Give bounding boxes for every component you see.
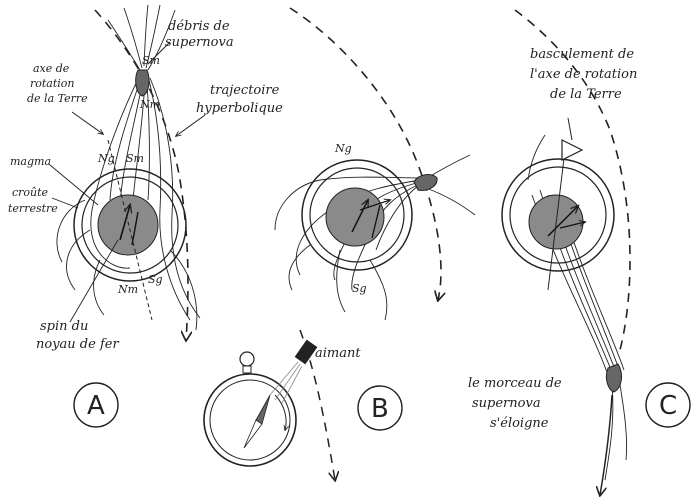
label-nm-a: Nm [117,283,138,296]
panel-c-letter: C [659,391,677,421]
panel-a-circle [73,382,119,428]
label-axe-1: axe de [33,62,70,75]
rotation-axis-a [107,139,153,321]
label-bascule-1: basculement de [530,47,634,62]
pointer-croute [51,197,79,209]
spin-arrow-a2 [131,211,139,246]
label-axe-2: rotation [30,77,75,90]
magnet-rays [269,361,303,404]
spin-arrow-b [351,200,368,233]
magnet-bar [294,339,318,365]
spin-arrow-b2 [371,204,381,239]
compass-ring [239,351,255,367]
label-morceau-2: supernova [472,396,541,411]
label-trajectoire-1: trajectoire [210,83,280,98]
label-ng-a: Ng [97,152,115,165]
label-sg-b: Sg [352,282,367,295]
pointer-axe [71,111,103,134]
label-sg-a: Sg [148,273,163,286]
panel-c-circle [645,382,691,428]
label-aimant: aimant [315,346,361,361]
panel-b-circle [357,385,403,431]
spin-arrow-a [119,205,130,241]
label-sm-a: Sm [126,152,144,165]
panel-a-letter: A [87,391,105,421]
label-axe-3: de la Terre [27,92,88,105]
pointer-debris [147,41,171,65]
trajectory-c [514,9,631,351]
compass-rotation-arrow [274,394,286,430]
iron-core-a [97,194,159,256]
supernova-debris-c [605,363,622,393]
trajectory-b-lower [299,329,335,480]
label-bascule-3: de la Terre [550,87,622,102]
magnet: aimant [269,339,361,404]
label-bascule-2: l'axe de rotation [530,67,637,82]
earth-mantle-c [509,166,607,264]
label-ng-b: Ng [334,142,352,155]
label-croute-2: terrestre [8,202,58,215]
compass-needle-south [243,419,263,449]
label-nm-top: Nm [139,98,160,111]
panel-a: débris de supernova Sm Nm trajectoire hy… [8,4,283,428]
panel-b-letter: B [371,394,389,424]
label-croute-1: croûte [12,186,49,199]
earth-crust-c [501,158,615,272]
supernova-debris-b [413,174,438,191]
earth-mantle-a [81,176,179,274]
compass-case [203,373,297,467]
trajectory-c-exit [600,394,613,495]
tilt-triangle [561,139,584,161]
svg-text:débris de: débris de [168,19,230,34]
compass-dial [209,379,291,461]
spin-arrow-c2 [559,222,585,229]
trajectory-a [94,9,188,340]
trajectory-b [289,7,441,300]
label-morceau-3: s'éloigne [490,416,549,431]
pointer-bascule [567,117,573,141]
supernova-debris-a [135,69,150,97]
label-sm-top: Sm [142,54,160,67]
compass-crown [242,365,252,374]
compass [203,351,297,467]
label-morceau-1: le morceau de [468,376,562,391]
svg-text:supernova: supernova [165,35,234,50]
spin-arrow-b3 [359,200,390,211]
spin-arrow-c [547,206,578,237]
earth-mantle-b [309,167,405,263]
iron-core-b [325,187,385,247]
label-debris-2: supernova [165,35,234,50]
label-spin-1: spin du [40,319,88,334]
tilted-axis-c [547,149,566,291]
label-magma: magma [10,155,51,168]
label-debris-1: débris de [168,19,230,34]
earth-crust-a [73,168,187,282]
panel-c: basculement de l'axe de rotation de la T… [468,9,691,495]
pointer-trajectoire [176,114,206,136]
pointer-magma [49,164,99,206]
panel-b: Ng Sg aimant B [203,7,476,480]
label-spin-2: noyau de fer [36,337,119,352]
earth-crust-b [301,159,413,271]
label-trajectoire-2: hyperbolique [196,101,283,116]
pointer-spin [69,239,119,323]
